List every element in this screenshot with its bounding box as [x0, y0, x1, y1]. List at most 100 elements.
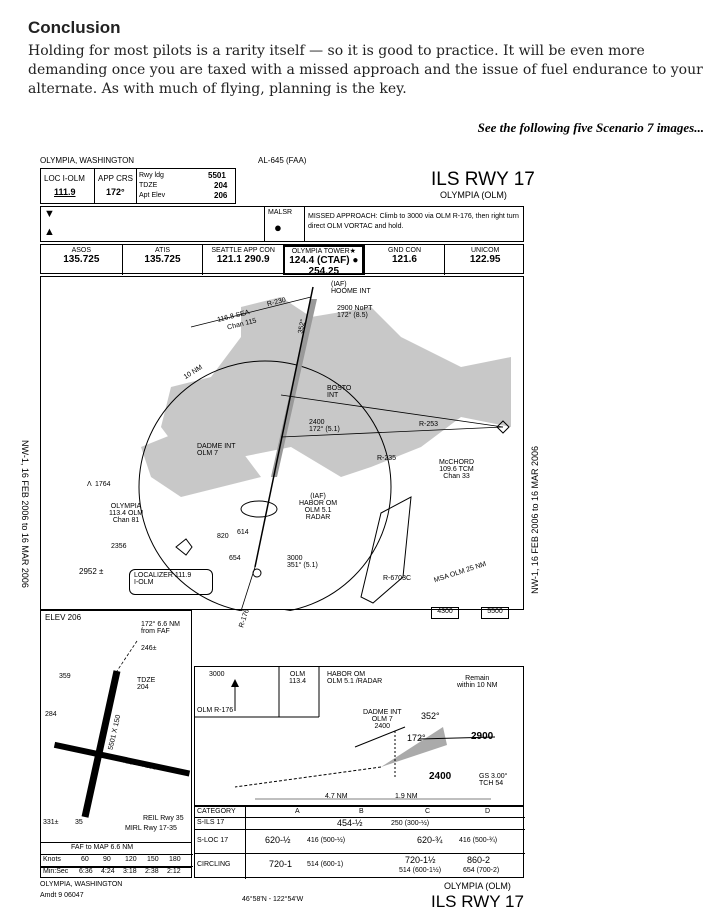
airport-tdze: TDZE 204 [137, 677, 156, 691]
takeoff-minimums-icon: ▼ [44, 208, 55, 220]
s-ils-value: 454-½ [337, 818, 363, 828]
restricted-area: R-6703C [383, 575, 412, 582]
obstacle-654: 654 [229, 555, 241, 562]
profile-graphic [195, 667, 496, 800]
comm-frequency: 121.1 290.9 [216, 254, 270, 265]
circling-d: 860-2 [467, 855, 491, 865]
comm-label: ASOS [71, 247, 92, 254]
hoome-route: 2900 NoPT 172° (8.5) [337, 305, 373, 319]
briefing-strip-1 [40, 168, 236, 204]
missed-approach: MISSED APPROACH: Climb to 3000 via OLM R… [308, 213, 519, 230]
runway-35-label: 35 [75, 819, 83, 826]
radial-253: R-253 [419, 421, 439, 428]
minimums-header: C [425, 808, 431, 815]
comm-frequency: 121.6 [391, 254, 417, 265]
faf-knots-value: 180 [169, 856, 181, 863]
footer-amendment: Amdt 9 06047 [40, 892, 84, 899]
bosto-route: 2400 172° (5.1) [309, 419, 340, 433]
circling-c: 720-1½ [405, 855, 436, 865]
s-loc-cd: 620-¾ [417, 835, 443, 845]
app-crs-label: APP CRS [98, 174, 133, 183]
comm-label: GND CON [387, 247, 422, 254]
airport-diagram: ELEV 206 172° 6.6 NM from FAF 246± 359 T… [40, 610, 192, 868]
circling-ab: 720-1 [269, 859, 293, 869]
comm-label: OLYMPIA TOWER★ [291, 248, 356, 255]
comm-frequency: 122.95 [469, 254, 501, 265]
s-loc-label: S-LOC 17 [197, 837, 229, 844]
footer-location: OLYMPIA, WASHINGTON [40, 881, 123, 888]
faf-time-value: 3:18 [123, 868, 137, 875]
radial-176: R-176 [238, 608, 251, 629]
profile-172: 172° [407, 733, 426, 743]
comm-cell: OLYMPIA TOWER★124.4 (CTAF) ● 254.25 [283, 245, 364, 277]
faf-time-value: 4:24 [101, 868, 115, 875]
profile-remain: Remain within 10 NM [457, 675, 498, 689]
msa-sector-4300: 4300 [431, 607, 459, 619]
msa-sector-5500: 5500 [481, 607, 509, 619]
faf-knots-value: 120 [125, 856, 137, 863]
plan-view: (IAF) HOOME INT 2900 NoPT 172° (8.5) 116… [40, 276, 524, 629]
section-heading: Conclusion [28, 18, 121, 37]
procedure-title: ILS RWY 17 [431, 169, 535, 190]
malsr-label: MALSR [268, 209, 293, 216]
obstacle-1764-icon: Λ [87, 481, 92, 488]
rwy-ldg: 5501 [208, 171, 226, 180]
apt-elev: 206 [214, 191, 228, 200]
footer-coordinates: 46°58'N - 122°54'W [242, 896, 304, 903]
mirl-note: MIRL Rwy 17-35 [125, 825, 177, 832]
radial-235: R-235 [377, 455, 397, 462]
briefing-strip-2 [40, 206, 524, 242]
reil-note: REIL Rwy 35 [143, 815, 184, 822]
comm-frequency: 124.4 (CTAF) ● 254.25 [289, 255, 359, 277]
airport-diagram-graphic [53, 640, 191, 818]
obstacle-2356: 2356 [111, 543, 127, 550]
obstacle-1764: 1764 [95, 481, 111, 488]
profile-dist-19: 1.9 NM [395, 793, 418, 800]
faf-table-title: FAF to MAP 6.6 NM [71, 844, 134, 851]
faf-knots-value: 60 [81, 856, 89, 863]
app-crs: 172° [106, 187, 125, 197]
obstacle-820: 820 [217, 533, 229, 540]
faf-time-value: 6:36 [79, 868, 93, 875]
faf-time-value: 2:38 [145, 868, 159, 875]
profile-habor: HABOR OM OLM 5.1 /RADAR [327, 671, 383, 685]
circling-ab-sub: 514 (600-1) [307, 861, 344, 868]
s-loc-ab-sub: 416 (500-½) [307, 837, 346, 844]
profile-view: 3000 OLM R-176 OLM 113.4 HABOR OM OLM 5.… [194, 666, 524, 806]
profile-dadme: DADME INT OLM 7 2400 [363, 709, 402, 730]
footer-title: ILS RWY 17 [431, 892, 524, 911]
faf-knots-value: 150 [147, 856, 159, 863]
profile-2900: 2900 [471, 731, 494, 742]
dadme-int: DADME INT OLM 7 [197, 443, 236, 457]
knots-label: Knots [43, 856, 61, 863]
profile-3000: 3000 [209, 671, 225, 678]
obstacle-614: 614 [237, 529, 249, 536]
loc-frequency: 111.9 [54, 187, 76, 197]
comm-label: ATIS [154, 247, 170, 254]
s-loc-cd-sub: 416 (500-¾) [459, 837, 498, 844]
profile-r176: OLM R-176 [197, 707, 234, 714]
circling-label: CIRCLING [197, 861, 231, 868]
profile-352: 352° [421, 711, 440, 721]
comm-frequency: 135.725 [144, 254, 181, 265]
faf-time-value: 2:12 [167, 868, 181, 875]
s-ils-label: S-ILS 17 [197, 819, 225, 826]
obstacle-246: 246± [141, 645, 157, 652]
effective-date-left: NW-1, 16 FEB 2006 to 16 MAR 2006 [20, 440, 30, 588]
comm-label: UNICOM [470, 247, 500, 254]
procedure-number: AL-645 (FAA) [258, 156, 307, 165]
circling-c-sub: 514 (600-1½) [399, 867, 442, 874]
alternate-minimums-icon: ▲ [44, 226, 55, 238]
obstacle-331: 331± [43, 819, 59, 826]
localizer-box: LOCALIZER 111.9 I-OLM [129, 569, 213, 595]
approach-lighting-icon: ● [274, 220, 282, 235]
habor-om: (IAF) HABOR OM OLM 5.1 RADAR [299, 493, 338, 521]
profile-olm: OLM 113.4 [289, 671, 306, 685]
minimums-header: CATEGORY [197, 808, 236, 815]
comm-label: SEATTLE APP CON [211, 247, 275, 254]
bosto-int: BOSTO INT [327, 385, 352, 399]
s-ils-sub: 250 (300-½) [391, 820, 430, 827]
loc-label: LOC I-OLM [44, 174, 85, 183]
